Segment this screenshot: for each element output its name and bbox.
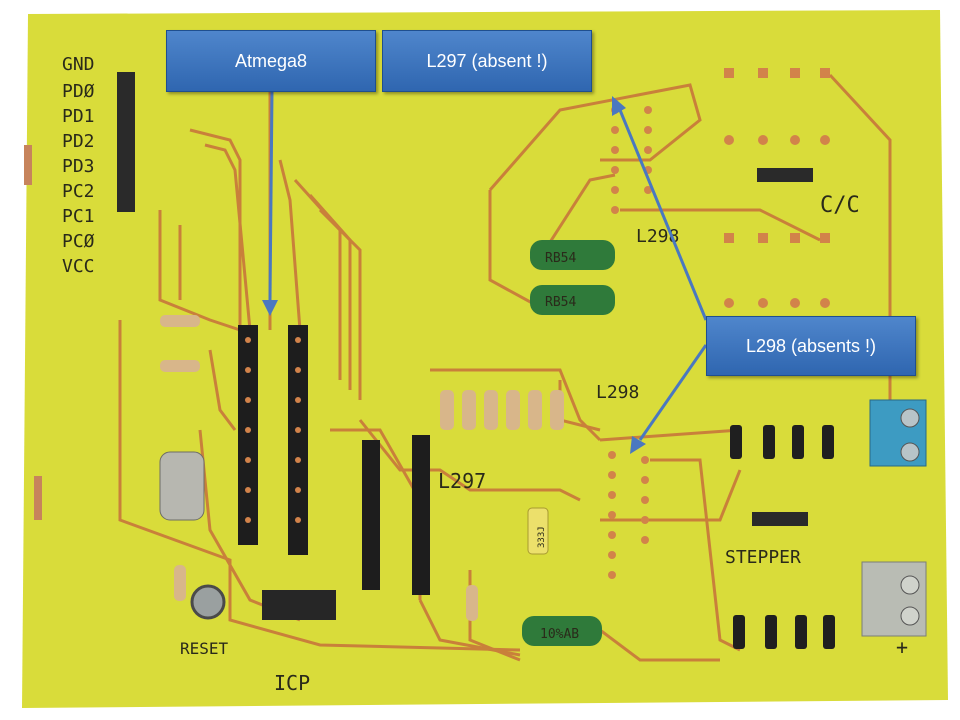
capacitor-marking: 333J (537, 526, 547, 548)
stepper-header (752, 512, 808, 526)
diodes-top (730, 425, 834, 459)
label-reset: RESET (180, 639, 229, 658)
resistor-left-2 (160, 360, 200, 372)
atmega-socket-right (288, 325, 308, 555)
l298-top-pads (611, 106, 652, 214)
reset-button (190, 584, 226, 620)
screw-icon (900, 606, 920, 626)
pads-top-right (724, 68, 830, 308)
pin-label-pc0: PCØ (62, 231, 95, 252)
label-plus: + (896, 635, 908, 659)
resistor-bottom-small (466, 585, 478, 621)
annotation-arrows (262, 89, 708, 454)
l297-socket-right (412, 435, 430, 595)
edge-notch (34, 476, 42, 520)
pin-label-gnd: GND (62, 54, 95, 75)
resistor-marking-3: 10%AB (540, 627, 579, 642)
pin-label-pc1: PC1 (62, 206, 95, 227)
terminal-block-gray (861, 561, 927, 637)
label-stepper: STEPPER (725, 547, 801, 568)
pin-label-vcc: VCC (62, 256, 95, 277)
resistor-left-1 (160, 315, 200, 327)
pin-labels: GND PDØ PD1 PD2 PD3 PC2 PC1 PCØ VCC (62, 54, 95, 277)
pin-label-pd3: PD3 (62, 156, 95, 177)
capacitor (527, 507, 549, 555)
atmega-socket-left (238, 325, 258, 545)
resistor-reset (174, 565, 186, 601)
power-resistor-2 (530, 285, 615, 315)
screw-icon (900, 408, 920, 428)
label-l298-mid: L298 (596, 382, 639, 403)
callout-l297: L297 (absent !) (382, 30, 592, 92)
pin-label-pd1: PD1 (62, 106, 95, 127)
crystal-oscillator (159, 451, 205, 521)
edge-notch (24, 145, 32, 185)
power-resistor-1 (530, 240, 615, 270)
cc-header (757, 168, 813, 182)
pin-label-pc2: PC2 (62, 181, 95, 202)
terminal-block-blue (869, 399, 927, 467)
icp-header (262, 590, 336, 620)
header-pins-left (117, 72, 135, 212)
l298-mid-pads (608, 451, 649, 579)
l297-socket-left (362, 440, 380, 590)
resistor-marking-1: RB54 (545, 251, 576, 266)
screw-icon (900, 442, 920, 462)
diodes-bottom (733, 615, 835, 649)
callout-l298: L298 (absents !) (706, 316, 916, 376)
pin-label-pd0: PDØ (62, 81, 95, 102)
label-cc: C/C (820, 193, 860, 218)
label-icp: ICP (274, 671, 310, 695)
pin-label-pd2: PD2 (62, 131, 95, 152)
resistor-marking-2: RB54 (545, 295, 576, 310)
label-l297: L297 (438, 469, 486, 493)
screw-icon (900, 575, 920, 595)
callout-atmega8: Atmega8 (166, 30, 376, 92)
power-resistor-3 (522, 616, 602, 646)
socket-pads (245, 337, 301, 523)
resistor-array (440, 390, 564, 430)
